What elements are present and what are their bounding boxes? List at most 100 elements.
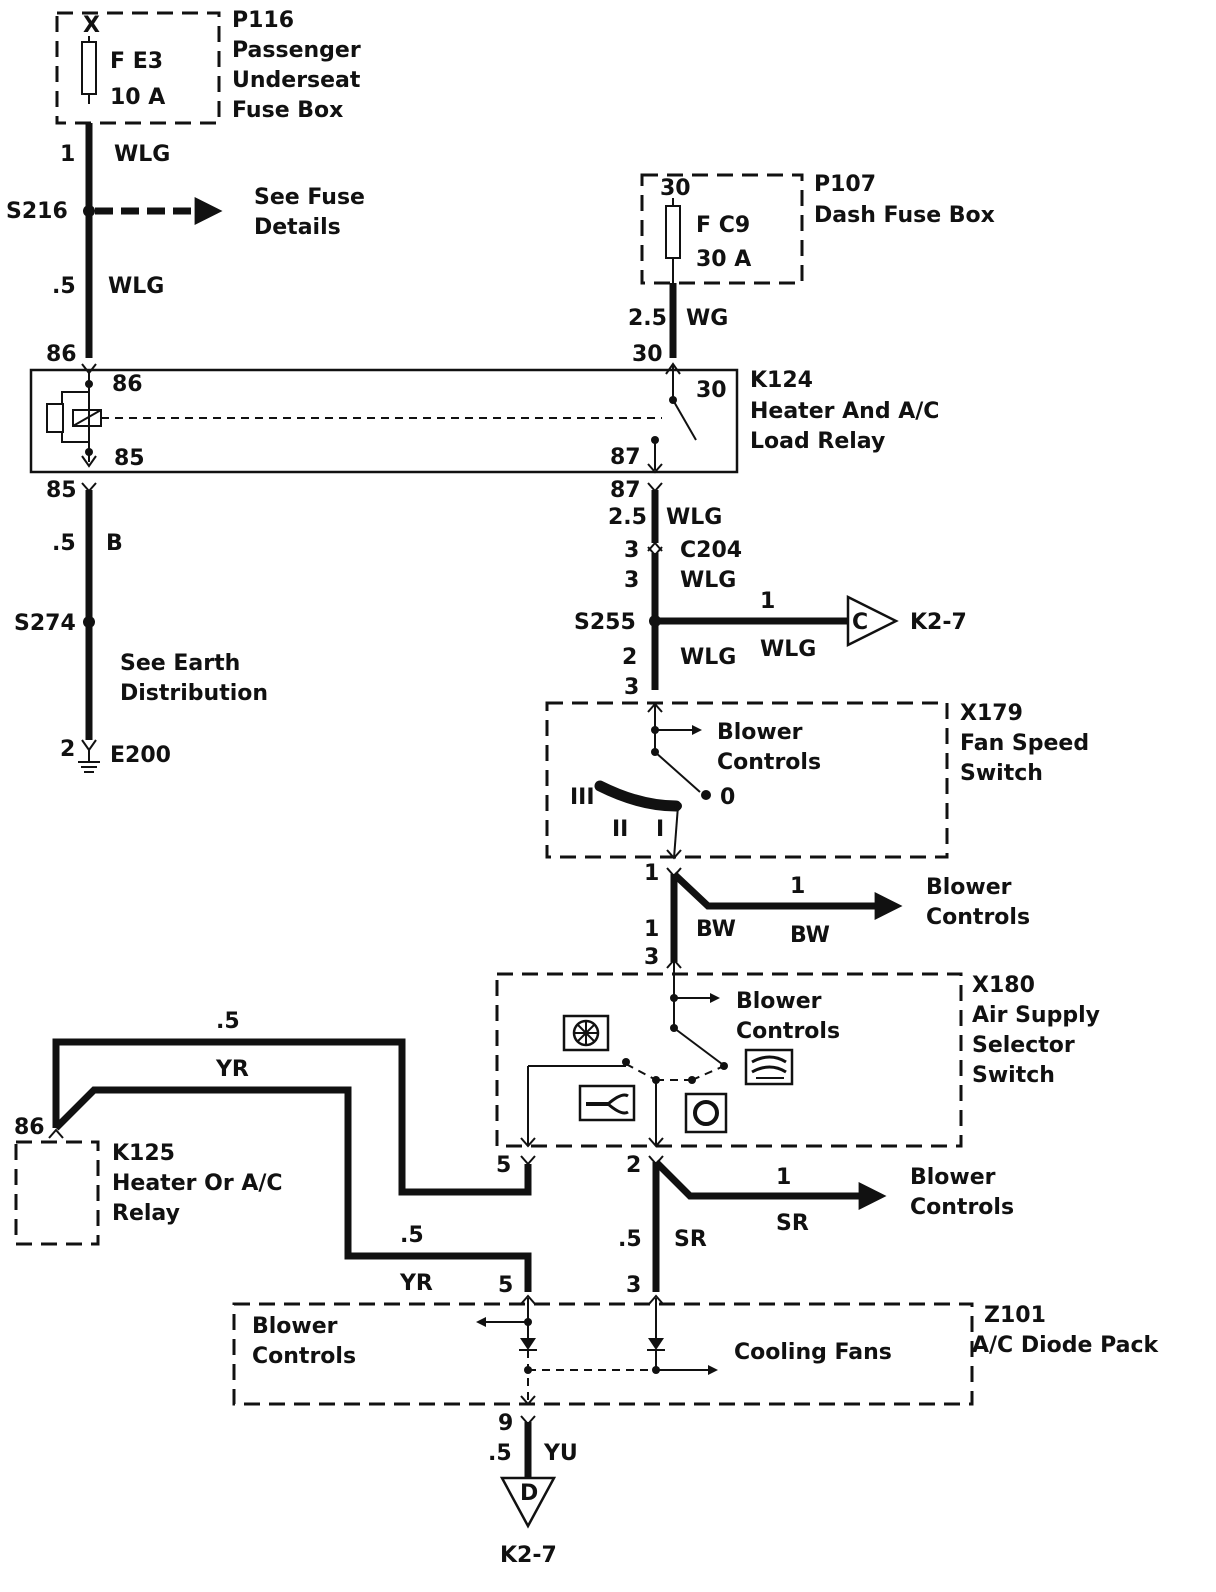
diode-pack-z101: 5 3 Blower Controls Cooling Fans Z101 A/… — [232, 1273, 1160, 1406]
wire-size-25-wlg: 2.5 — [608, 505, 647, 530]
x179-pin-out: 1 — [644, 861, 659, 886]
x180-name-2: Selector — [972, 1033, 1075, 1058]
p116-fuse-rating: 10 A — [110, 85, 165, 110]
fuse-icon — [81, 41, 97, 95]
connector-d-letter: D — [520, 1481, 538, 1506]
recirculate-fan-icon — [562, 1014, 610, 1052]
wire-size-05-yu: .5 — [488, 1441, 512, 1466]
wire-size-2: 2 — [622, 645, 637, 670]
k124-id: K124 — [750, 368, 813, 393]
x179-pos-0: 0 — [720, 785, 735, 810]
s255-id: S255 — [574, 610, 636, 635]
z101-left-label-1: Blower — [252, 1314, 338, 1339]
k124-pin-30: 30 — [696, 378, 727, 403]
x179-name-1: Fan Speed — [960, 731, 1089, 756]
k125-name-2: Relay — [112, 1201, 180, 1226]
wire-size-05-yr-1: .5 — [216, 1009, 240, 1034]
wire-color-sr-branch: SR — [776, 1211, 809, 1236]
wire-size-1-bw: 1 — [644, 917, 659, 942]
wire-x179-x180: 1 1 BW Blower Controls 1 BW 3 — [644, 861, 1030, 970]
face-vent-icon — [578, 1084, 636, 1122]
x179-pos-2: II — [612, 817, 628, 842]
diode-icon — [648, 1338, 664, 1350]
p107-fuse-label: F C9 — [696, 213, 750, 238]
k125-id: K125 — [112, 1141, 175, 1166]
diode-icon — [520, 1338, 536, 1350]
wire-color-yr-2: YR — [399, 1271, 433, 1296]
x180-to-label-1: Blower — [736, 989, 822, 1014]
connector-c-letter: C — [852, 610, 868, 635]
k124-pin-86-outer: 86 — [46, 342, 77, 367]
z101-pin-in-right: 3 — [626, 1273, 641, 1298]
x179-pos-3: III — [570, 785, 595, 810]
wire-color-wlg-6: WLG — [760, 637, 816, 662]
x179-pin-in: 3 — [624, 675, 639, 700]
resistor-icon — [46, 403, 64, 433]
wire-size-05-b: .5 — [52, 531, 76, 556]
blower-controls-2-line2: Controls — [910, 1195, 1014, 1220]
z101-pin-out: 9 — [498, 1411, 513, 1436]
connector-d: D K2-7 — [499, 1476, 557, 1568]
wire-color-wlg-4: WLG — [680, 568, 736, 593]
x180-id: X180 — [972, 973, 1035, 998]
z101-left-label-2: Controls — [252, 1344, 356, 1369]
p107-id: P107 — [814, 172, 876, 197]
fresh-air-icon — [744, 1048, 794, 1086]
e200-id: E200 — [110, 743, 171, 768]
splice-s274: S274 See Earth Distribution — [14, 611, 268, 706]
switch-x179: Blower Controls III II I 0 X179 Fan Spee… — [545, 701, 1089, 860]
s274-note-1: See Earth — [120, 651, 240, 676]
splice-s255: S255 1 WLG — [574, 589, 848, 662]
blower-controls-2-line1: Blower — [910, 1165, 996, 1190]
x179-to-label-1: Blower — [717, 720, 803, 745]
k124-name-1: Heater And A/C — [750, 399, 939, 424]
wire-p107-k124: 2.5 WG 30 — [628, 283, 728, 367]
wire-pin-1: 1 — [60, 142, 75, 167]
z101-name: A/C Diode Pack — [972, 1333, 1160, 1358]
wire-size-05-sr: .5 — [618, 1227, 642, 1252]
x179-name-2: Switch — [960, 761, 1043, 786]
x180-name-1: Air Supply — [972, 1003, 1100, 1028]
wire-k124-ground: 85 .5 B — [46, 478, 123, 740]
wire-k125-yr: .5 YR .5 YR — [52, 1009, 532, 1296]
wire-color-bw-branch: BW — [790, 923, 830, 948]
wire-pin-sr-branch: 1 — [776, 1165, 791, 1190]
wire-color-yr-1: YR — [215, 1057, 249, 1082]
fuse-icon — [665, 205, 681, 259]
x180-name-3: Switch — [972, 1063, 1055, 1088]
s274-note-2: Distribution — [120, 681, 268, 706]
s216-note-2: Details — [254, 215, 341, 240]
connector-d-ref: K2-7 — [500, 1543, 557, 1568]
fuse-box-p116: X F E3 10 A P116 Passenger Underseat Fus… — [55, 8, 361, 125]
speed-wiper-icon — [594, 780, 682, 812]
k124-name-2: Load Relay — [750, 429, 885, 454]
connector-c: C K2-7 — [846, 594, 967, 648]
k124-pin-86: 86 — [112, 372, 143, 397]
s274-id: S274 — [14, 611, 76, 636]
p116-name-3: Fuse Box — [232, 98, 343, 123]
wire-color-wlg-5: WLG — [680, 645, 736, 670]
relay-k125: 86 K125 Heater Or A/C Relay — [14, 1115, 283, 1246]
k125-pin: 86 — [14, 1115, 45, 1140]
switch-x180: Blower Controls — [495, 962, 1100, 1148]
z101-right-label: Cooling Fans — [734, 1340, 892, 1365]
x180-pin-out-left: 5 — [496, 1153, 511, 1178]
wire-pin-bw-branch: 1 — [790, 874, 805, 899]
wire-z101-d: 9 .5 YU — [488, 1411, 578, 1478]
x180-pin-in: 3 — [644, 945, 659, 970]
s216-id: S216 — [6, 199, 68, 224]
x179-to-label-2: Controls — [717, 750, 821, 775]
wire-color-yu: YU — [543, 1441, 578, 1466]
k124-pin-85-outer: 85 — [46, 478, 77, 503]
wire-size-05: .5 — [52, 274, 76, 299]
wire-color-b: B — [106, 531, 123, 556]
wire-pin-c: 1 — [760, 589, 775, 614]
s216-note-1: See Fuse — [254, 185, 365, 210]
p116-name-2: Underseat — [232, 68, 361, 93]
k124-pin-30-outer: 30 — [632, 342, 663, 367]
ground-e200: 2 E200 — [60, 737, 171, 773]
wire-color-bw: BW — [696, 917, 736, 942]
k124-pin-85: 85 — [114, 446, 145, 471]
blower-controls-1-line2: Controls — [926, 905, 1030, 930]
